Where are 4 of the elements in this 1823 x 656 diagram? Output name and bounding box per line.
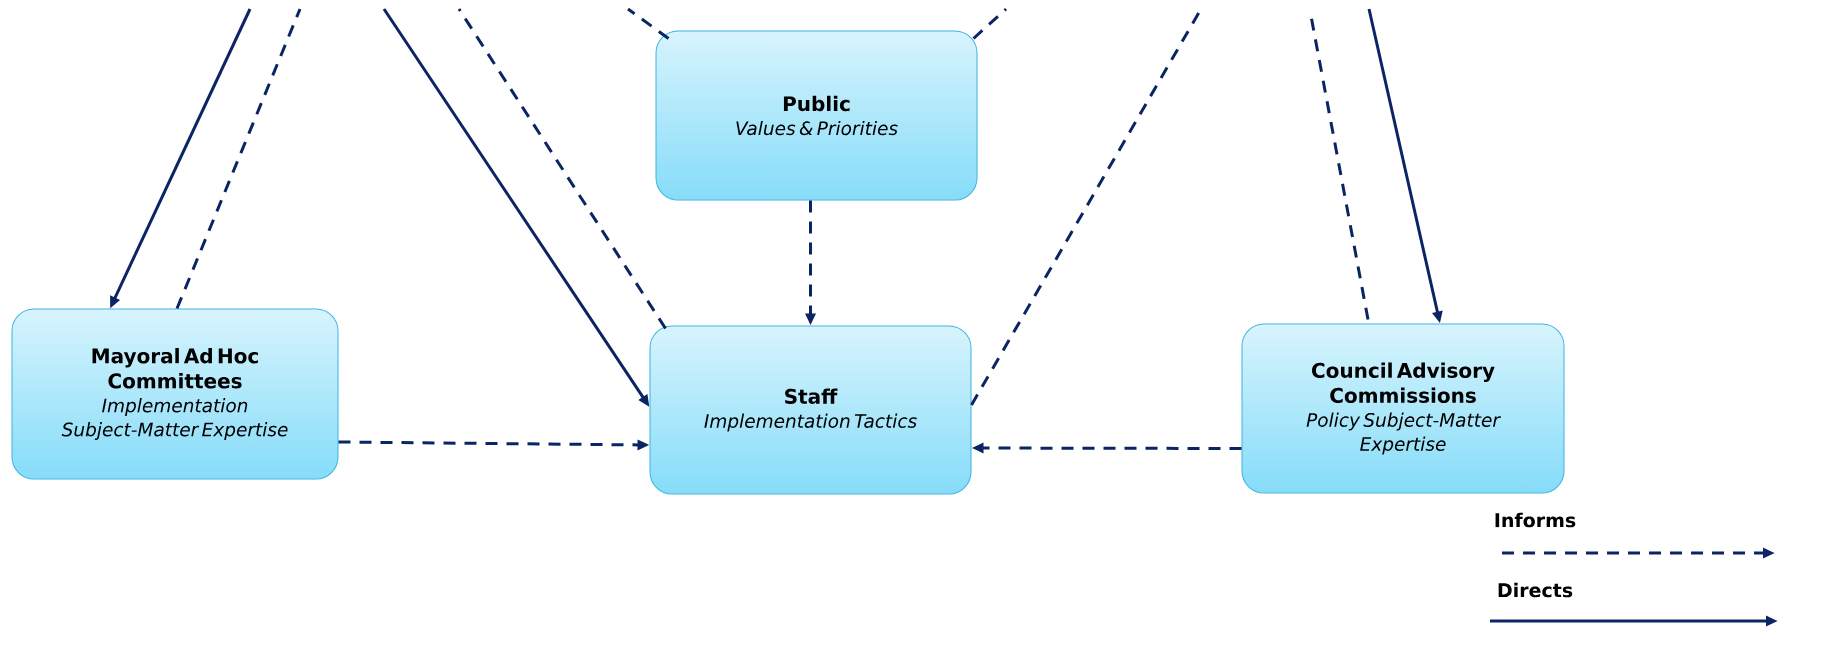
rounded-box: Staff Implementation Tactics: [649, 325, 972, 495]
rounded-box: Public Values & Priorities: [655, 30, 978, 201]
rounded-box: Mayoral Ad Hoc Committees Implementation Subject-Matter Expertise: [11, 308, 339, 480]
rounded-box: Council Advisory Commissions Policy Subject-Matter Expertise: [1241, 323, 1565, 494]
